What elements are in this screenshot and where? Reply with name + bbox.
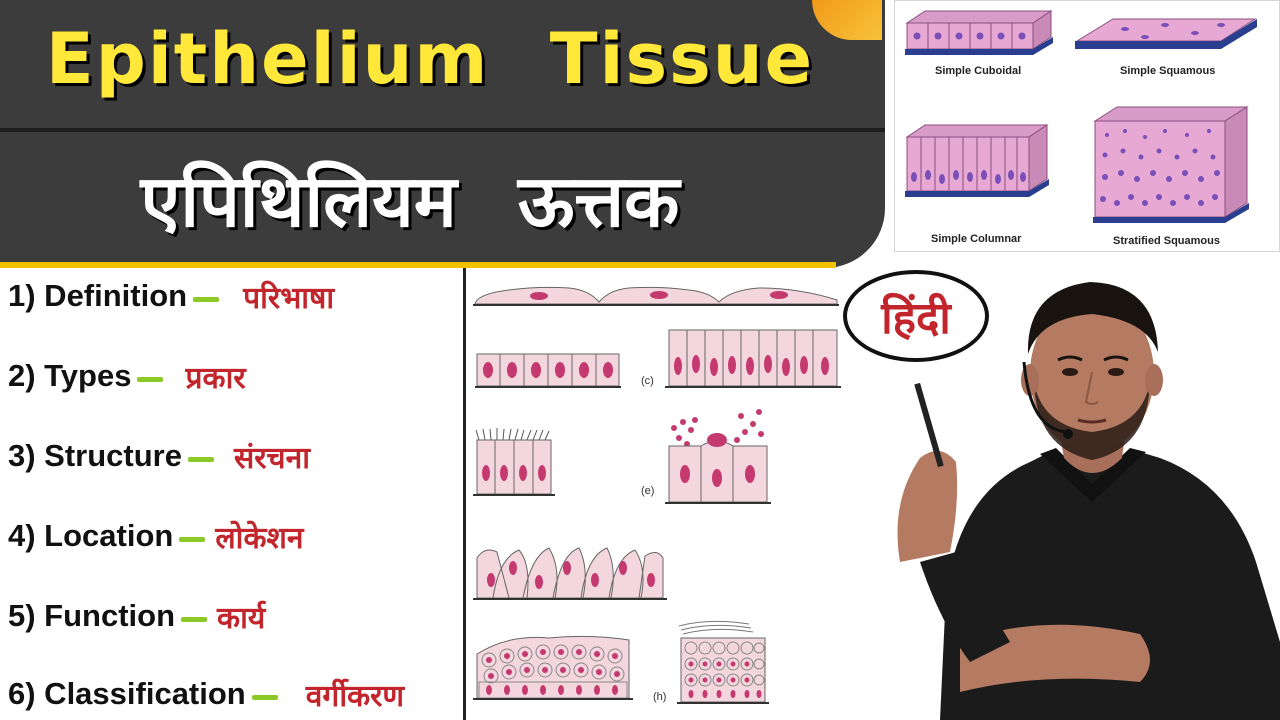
figure-label-e: (e) bbox=[641, 485, 654, 497]
hindi-badge-label: हिंदी bbox=[881, 293, 951, 344]
presenter-illustration bbox=[897, 282, 1280, 720]
hindi-language-badge: हिंदी bbox=[843, 270, 989, 362]
epithelium-diagram-svg: (c) (e) (h) bbox=[473, 286, 841, 704]
topic-dash bbox=[187, 456, 214, 462]
label-simple-cuboidal: Simple Cuboidal bbox=[935, 65, 1022, 77]
topic-dash bbox=[193, 296, 220, 302]
epithelium-diagram: (c) (e) (h) bbox=[469, 268, 849, 720]
topic-item-function: 5) Function कार्य bbox=[8, 588, 265, 644]
topic-dash bbox=[137, 376, 164, 382]
banner-accent-line bbox=[0, 262, 836, 268]
title-banner: Epithelium Tissue एपिथिलियम ऊत्तक bbox=[0, 0, 885, 268]
title-english: Epithelium Tissue bbox=[45, 18, 815, 100]
topic-label-en: 2) Types bbox=[8, 358, 132, 393]
simple-columnar-illustration bbox=[905, 124, 1049, 197]
keratinized-cells bbox=[677, 620, 769, 704]
pseudostratified-cells bbox=[473, 547, 667, 600]
topic-label-hi: संरचना bbox=[233, 440, 311, 476]
topic-label-hi: कार्य bbox=[217, 600, 266, 636]
presenter-figure bbox=[860, 262, 1280, 720]
figure-label-c: (c) bbox=[641, 375, 654, 387]
topic-label-en: 1) Definition bbox=[8, 278, 188, 313]
topic-label-hi: प्रकार bbox=[185, 360, 246, 396]
simple-cuboidal-illustration bbox=[905, 10, 1053, 55]
banner-divider bbox=[0, 128, 885, 132]
topic-label-hi: लोकेशन bbox=[215, 520, 304, 556]
topic-list: 1) Definition परिभाषा 2) Types प्रकार 3)… bbox=[0, 268, 466, 720]
columnar-cells bbox=[665, 329, 841, 388]
topic-dash bbox=[181, 616, 208, 622]
squamous-cells bbox=[473, 286, 839, 306]
simple-squamous-illustration bbox=[1075, 18, 1257, 49]
stratified-squamous-illustration bbox=[1093, 106, 1249, 223]
topic-dash bbox=[251, 694, 278, 700]
topic-label-hi: परिभाषा bbox=[243, 280, 335, 316]
topic-item-classification: 6) Classification वर्गीकरण bbox=[8, 666, 404, 720]
topic-item-types: 2) Types प्रकार bbox=[8, 348, 246, 404]
topic-label-en: 5) Function bbox=[8, 598, 176, 633]
label-stratified-squamous: Stratified Squamous bbox=[1113, 235, 1220, 247]
topic-label-en: 6) Classification bbox=[8, 676, 246, 711]
cuboidal-cells bbox=[475, 353, 621, 388]
glandular-cells bbox=[665, 409, 771, 504]
topic-item-structure: 3) Structure संरचना bbox=[8, 428, 310, 484]
epithelium-types-svg bbox=[905, 10, 1257, 223]
topic-item-location: 4) Location लोकेशन bbox=[8, 508, 304, 564]
topic-label-en: 4) Location bbox=[8, 518, 174, 553]
topic-dash bbox=[179, 536, 206, 542]
topic-item-definition: 1) Definition परिभाषा bbox=[8, 268, 334, 324]
epithelium-types-panel: Simple Cuboidal Simple Squamous Simple C… bbox=[894, 0, 1280, 252]
title-hindi: एपिथिलियम ऊत्तक bbox=[140, 159, 680, 243]
topic-label-hi: वर्गीकरण bbox=[305, 678, 405, 714]
label-simple-columnar: Simple Columnar bbox=[931, 233, 1022, 245]
figure-label-h: (h) bbox=[653, 691, 666, 703]
stratified-cells bbox=[473, 635, 633, 700]
ciliated-cells bbox=[473, 428, 555, 496]
label-simple-squamous: Simple Squamous bbox=[1120, 65, 1216, 77]
topic-label-en: 3) Structure bbox=[8, 438, 182, 473]
